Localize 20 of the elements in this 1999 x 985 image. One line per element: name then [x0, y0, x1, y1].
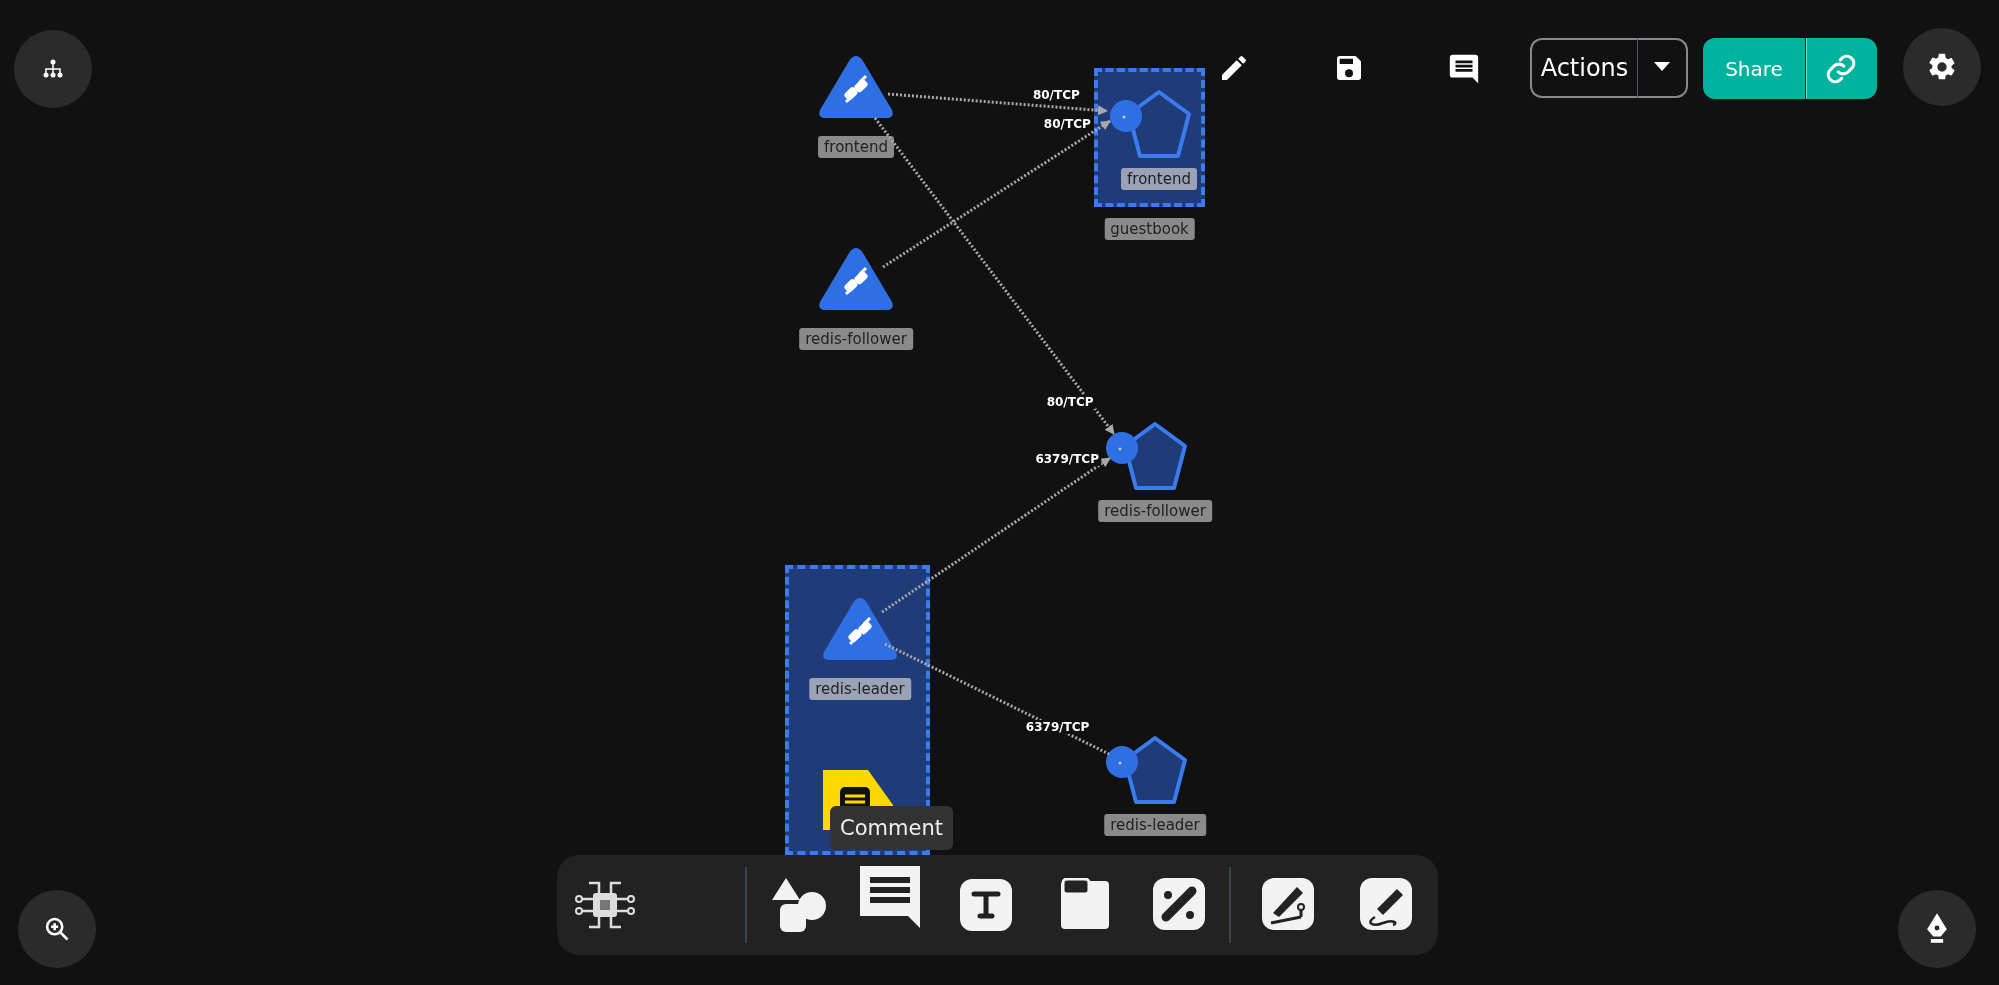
share-button: Share	[1703, 38, 1805, 99]
actions-button: Actions	[1530, 38, 1638, 98]
node-label: redis-follower	[1098, 500, 1212, 522]
group-label: guestbook	[1104, 218, 1195, 240]
connector-arrow	[881, 456, 1111, 614]
node-label: redis-leader	[809, 678, 911, 700]
edge-label: 6379/TCP	[1033, 452, 1101, 467]
connector-arrow	[887, 92, 1108, 116]
tooltip: Comment	[830, 806, 953, 850]
edge-label: 80/TCP	[1041, 116, 1093, 131]
connector-arrow	[882, 119, 1111, 269]
edge-label: 80/TCP	[1030, 87, 1082, 102]
connector-arrow	[873, 117, 1116, 435]
edge-label: 80/TCP	[1044, 395, 1096, 410]
node-label: frontend	[1121, 168, 1197, 190]
group-box	[1094, 68, 1205, 207]
node-label: frontend	[818, 136, 894, 158]
node-label: redis-leader	[1104, 814, 1206, 836]
edge-label: 6379/TCP	[1023, 719, 1092, 734]
node-label: redis-follower	[799, 328, 913, 350]
